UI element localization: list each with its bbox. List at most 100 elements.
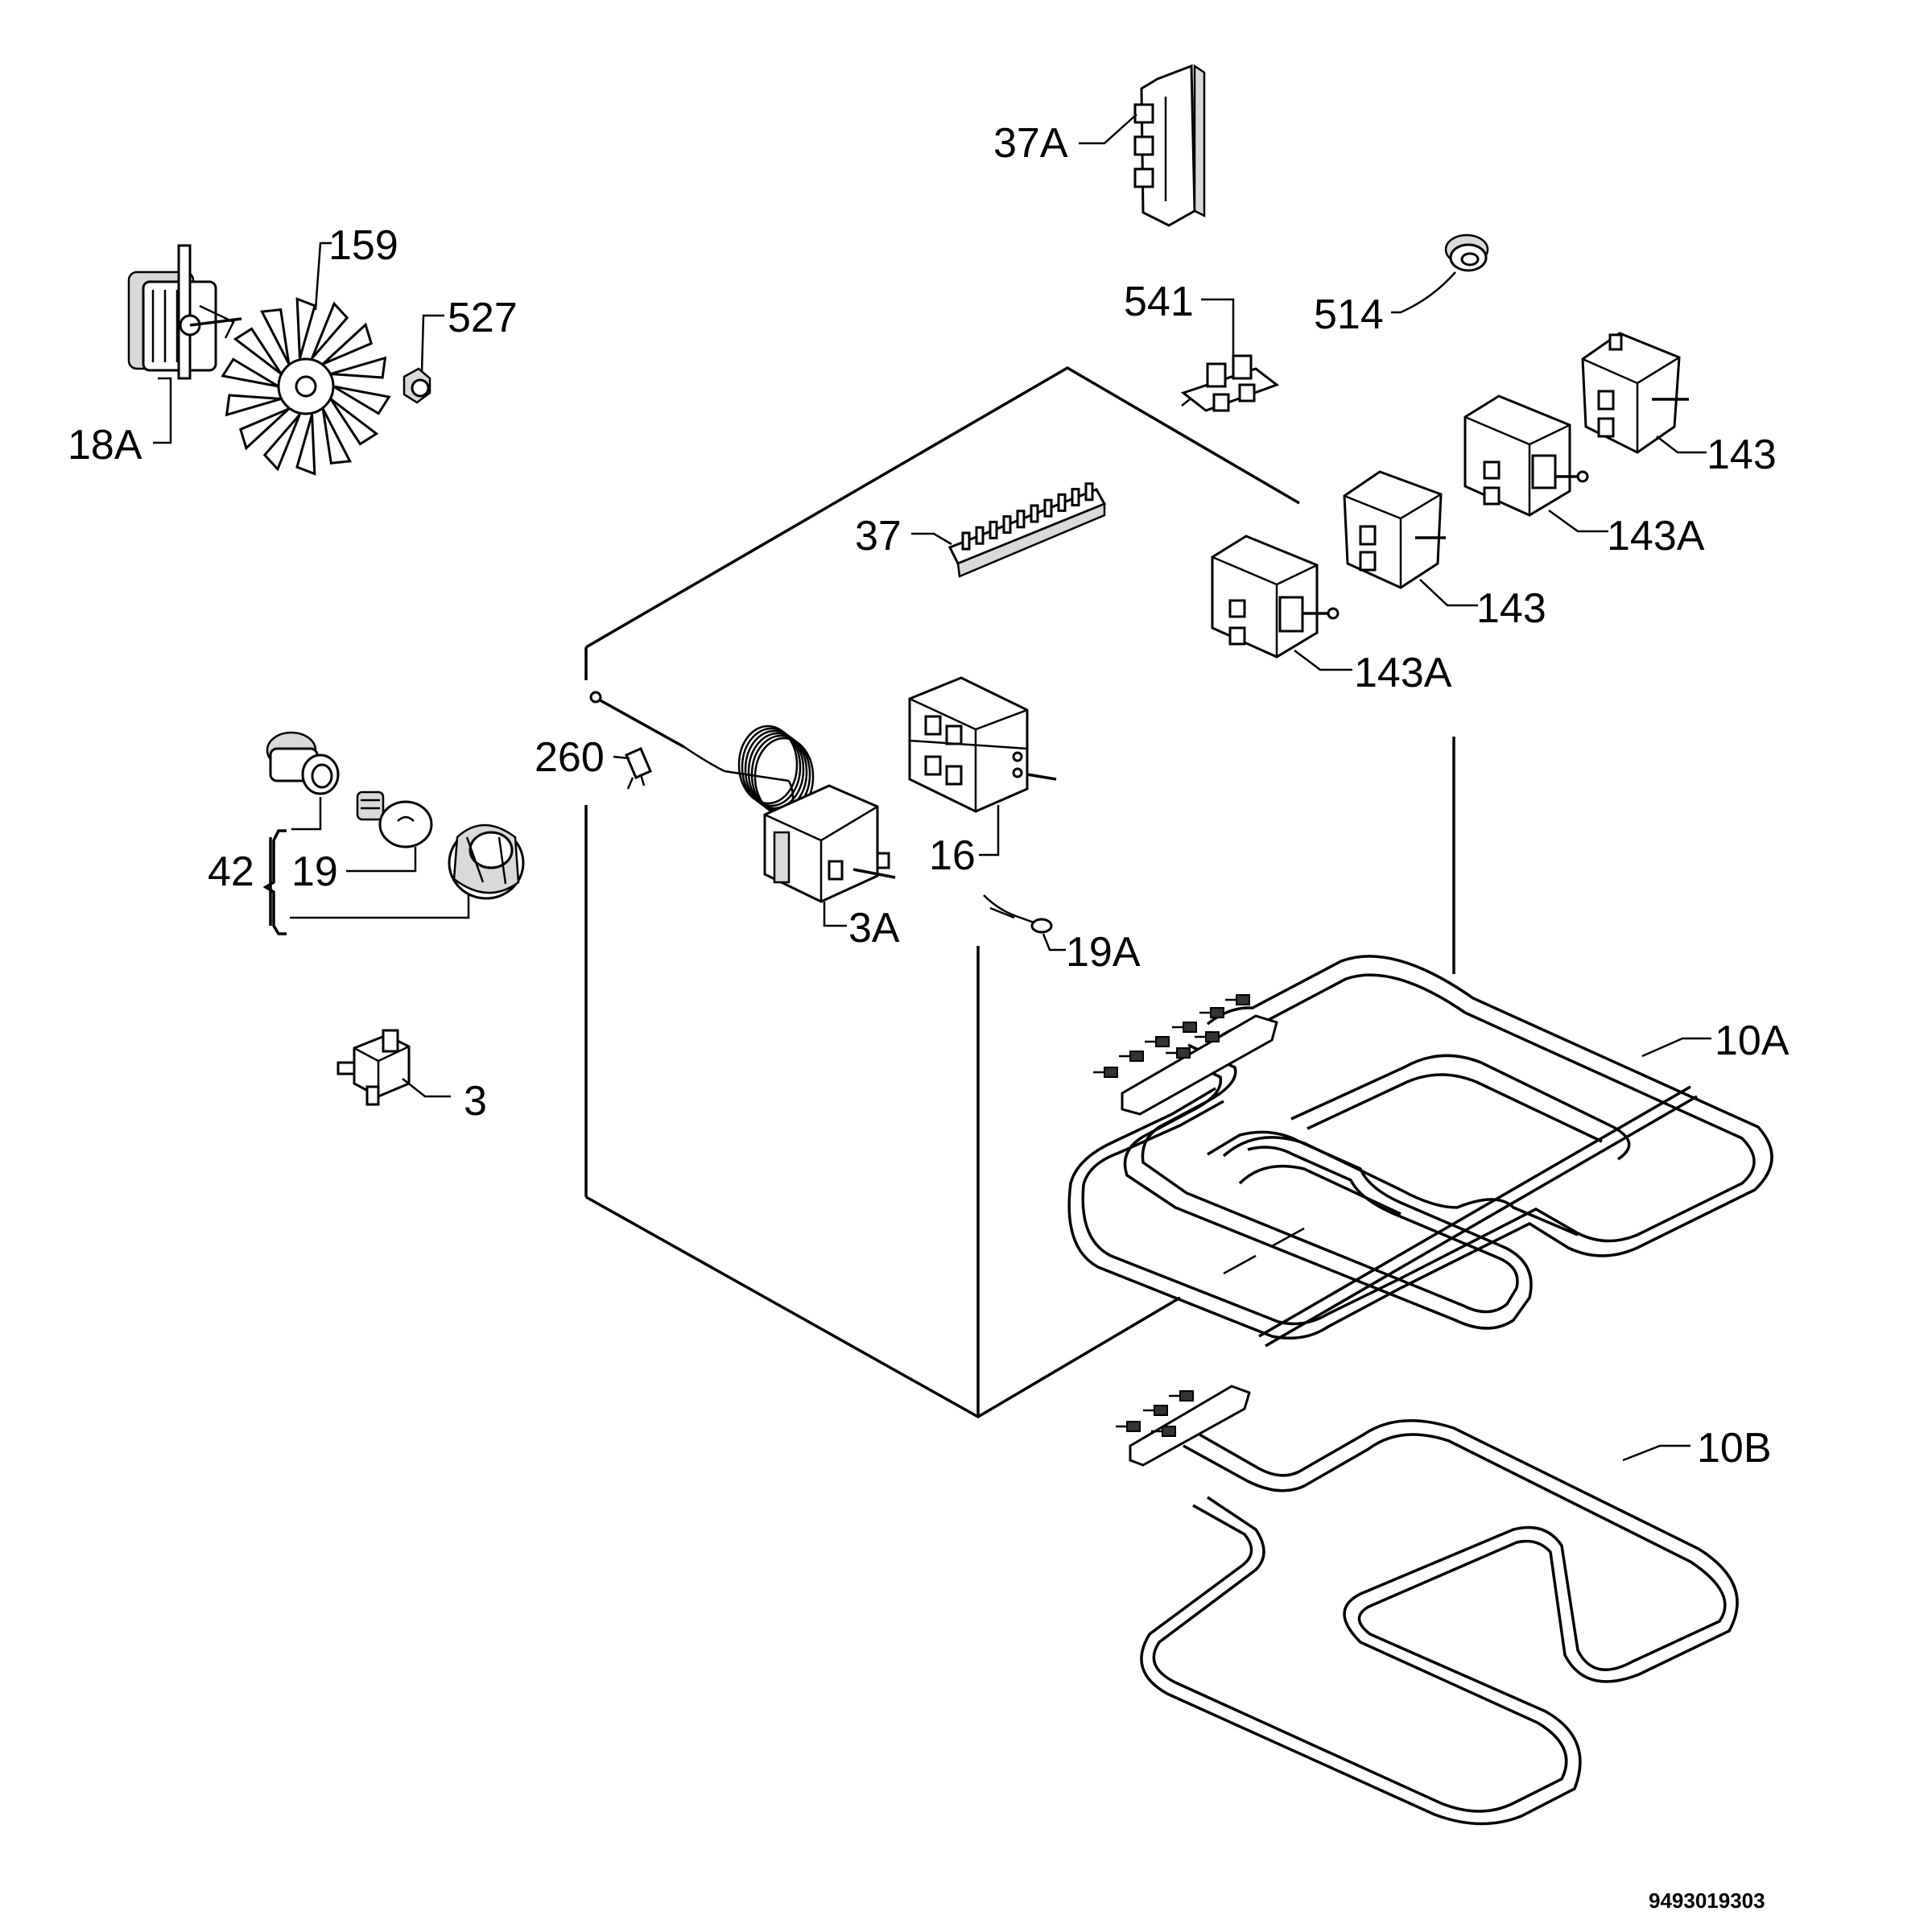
- strip-tooth: [1030, 504, 1039, 523]
- regulator-143A-lower: [1211, 535, 1340, 658]
- label-143-top: 143: [1707, 431, 1777, 478]
- label-143A-lower: 143A: [1354, 650, 1452, 696]
- regulator-143-middle: [1343, 470, 1446, 589]
- strip-tooth: [1057, 493, 1067, 512]
- element-terminal: [1176, 1047, 1191, 1059]
- label-3: 3: [464, 1078, 487, 1125]
- label-19A: 19A: [1066, 929, 1141, 976]
- nut-527: [402, 367, 431, 404]
- label-18A: 18A: [68, 422, 142, 469]
- strip-tooth: [1084, 482, 1094, 502]
- label-16: 16: [929, 832, 976, 879]
- label-159: 159: [328, 222, 398, 269]
- terminal-strip-37: [947, 482, 1107, 578]
- strip-tooth: [1043, 498, 1053, 518]
- clip-260: [625, 747, 652, 790]
- leader-37: [911, 532, 952, 546]
- label-10A: 10A: [1715, 1018, 1790, 1064]
- lead-19A: [983, 894, 1053, 934]
- fan-blade-159: [221, 297, 391, 476]
- leader-527: [420, 314, 444, 373]
- label-37A: 37A: [993, 120, 1068, 167]
- lamp-holder: [266, 731, 340, 795]
- label-260: 260: [535, 734, 605, 781]
- switch-541: [1180, 354, 1280, 412]
- strip-tooth: [1002, 515, 1012, 535]
- label-10B: 10B: [1697, 1425, 1772, 1472]
- fan-blade-vane: [295, 414, 316, 476]
- leader-3A: [823, 902, 847, 927]
- leader-159: [314, 242, 332, 311]
- regulator-143-top: [1581, 332, 1689, 454]
- label-3A: 3A: [848, 905, 900, 952]
- leader-260: [613, 755, 630, 760]
- grommet-514: [1444, 233, 1489, 272]
- element-terminal: [1104, 1067, 1118, 1078]
- fan-blade-vane: [329, 398, 379, 446]
- thermostat-3A: [589, 691, 896, 903]
- element-terminal: [1183, 1022, 1197, 1033]
- fan-blade-vane: [311, 301, 349, 360]
- element-terminal: [1205, 1031, 1220, 1042]
- label-143A-upper: 143A: [1607, 513, 1705, 559]
- leader-16: [979, 805, 1000, 857]
- label-19: 19: [291, 848, 338, 895]
- leader-541: [1201, 298, 1235, 361]
- label-541: 541: [1124, 279, 1194, 325]
- label-143-middle: 143: [1476, 585, 1546, 632]
- leader-10A: [1641, 1037, 1711, 1058]
- element-terminal: [1129, 1051, 1144, 1062]
- fan-blade-vane: [295, 297, 316, 359]
- strip-tooth: [1016, 510, 1026, 529]
- leader-10B: [1622, 1444, 1690, 1462]
- leader-143-top: [1656, 436, 1707, 454]
- leader-19A: [1042, 933, 1066, 952]
- element-terminal: [1154, 1405, 1168, 1416]
- label-527: 527: [448, 295, 518, 341]
- heating-element-10A: [1067, 955, 1773, 1348]
- fan-blade-vane: [238, 407, 290, 451]
- lamp-bulb-19: [356, 791, 433, 848]
- element-terminal: [1210, 1007, 1224, 1018]
- fan-blade-vane: [260, 308, 291, 365]
- fan-blade-vane: [233, 327, 283, 375]
- strip-tooth: [961, 531, 971, 551]
- heating-element-10B: [1116, 1385, 1739, 1826]
- fan-blade-vane: [321, 408, 352, 464]
- leader-37A: [1079, 114, 1137, 145]
- fan-motor-18A: [127, 244, 242, 380]
- element-terminal: [1155, 1036, 1170, 1047]
- label-37: 37: [855, 513, 902, 559]
- leader-19: [346, 847, 417, 873]
- capillary-loop: [737, 724, 799, 805]
- element-terminal: [1236, 994, 1250, 1005]
- terminal-block-37A: [1133, 64, 1206, 227]
- fan-blade-vane: [225, 394, 282, 417]
- element-terminal: [1126, 1421, 1141, 1432]
- element-terminal: [1162, 1426, 1176, 1437]
- element-terminal: [1179, 1390, 1194, 1402]
- leader-514: [1391, 271, 1456, 314]
- thermal-cutout-3: [336, 1029, 411, 1106]
- fan-blade-vane: [322, 322, 374, 365]
- selector-switch-16: [908, 676, 1057, 813]
- strip-tooth: [975, 526, 985, 545]
- leader-lamp-cover: [290, 894, 470, 919]
- capillary-loop: [744, 729, 805, 810]
- strip-tooth: [989, 520, 998, 539]
- fan-blade-vane: [262, 413, 301, 472]
- capillary-loop: [741, 727, 802, 807]
- fan-blade-vane: [221, 357, 279, 388]
- fan-blade-vane: [330, 356, 387, 379]
- oven-cabinet-outline: [584, 365, 1455, 1419]
- label-42: 42: [208, 848, 254, 895]
- leader-143A-lower: [1294, 650, 1352, 671]
- leader-lamp-holder: [291, 797, 322, 831]
- strip-tooth: [1071, 488, 1080, 507]
- bracket-42: [262, 829, 287, 935]
- regulator-143A-upper: [1463, 394, 1589, 517]
- fan-blade-vane: [332, 385, 391, 415]
- leader-3: [402, 1078, 451, 1098]
- drawing-number: 9493019303: [1649, 1889, 1765, 1913]
